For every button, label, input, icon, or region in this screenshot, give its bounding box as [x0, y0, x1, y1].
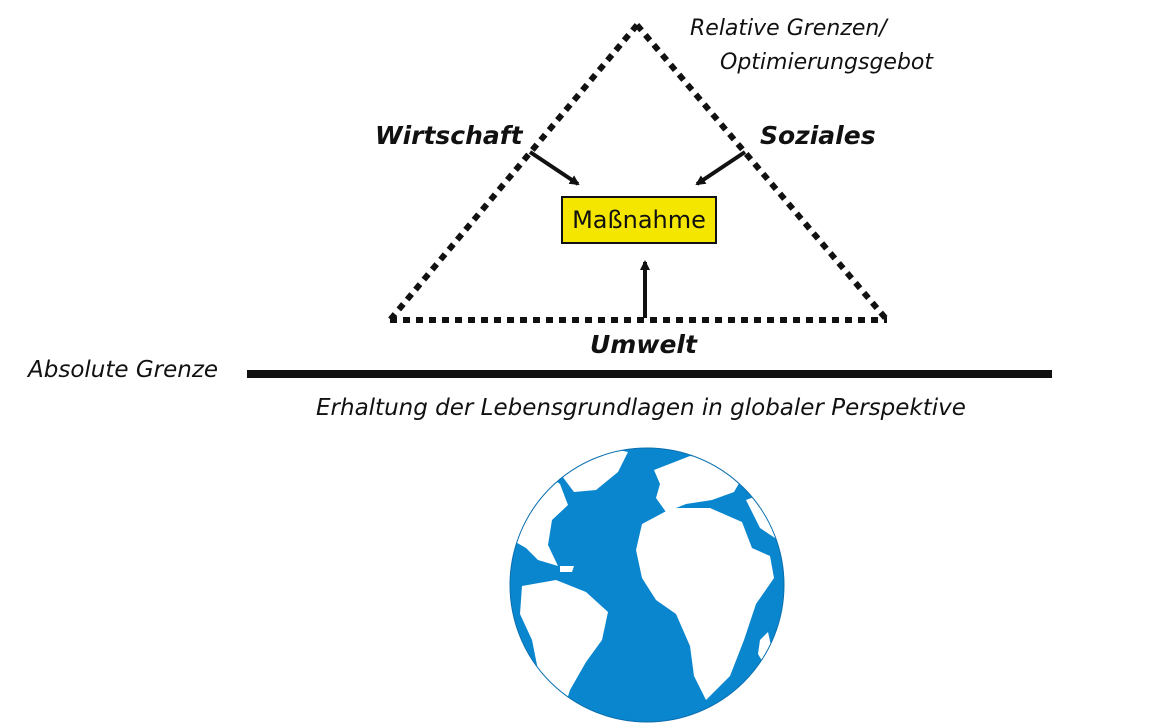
relative-limits-triangle: [387, 23, 890, 323]
environment-label: Umwelt: [590, 330, 697, 359]
economy-arrow: [528, 150, 580, 186]
measure-box: Maßnahme: [561, 196, 717, 244]
measure-label: Maßnahme: [572, 206, 706, 234]
relative-limits-label-line1: Relative Grenzen/: [690, 16, 887, 41]
preservation-caption: Erhaltung der Lebensgrundlagen in global…: [316, 395, 966, 421]
relative-limits-label-line2: Optimierungsgebot: [720, 50, 934, 75]
absolute-limit-label: Absolute Grenze: [28, 357, 219, 383]
economy-label: Wirtschaft: [375, 121, 523, 150]
social-arrow: [695, 150, 747, 186]
triangle-left-side: [387, 23, 640, 322]
social-label: Soziales: [760, 121, 876, 150]
earth-globe-icon: [509, 447, 785, 723]
